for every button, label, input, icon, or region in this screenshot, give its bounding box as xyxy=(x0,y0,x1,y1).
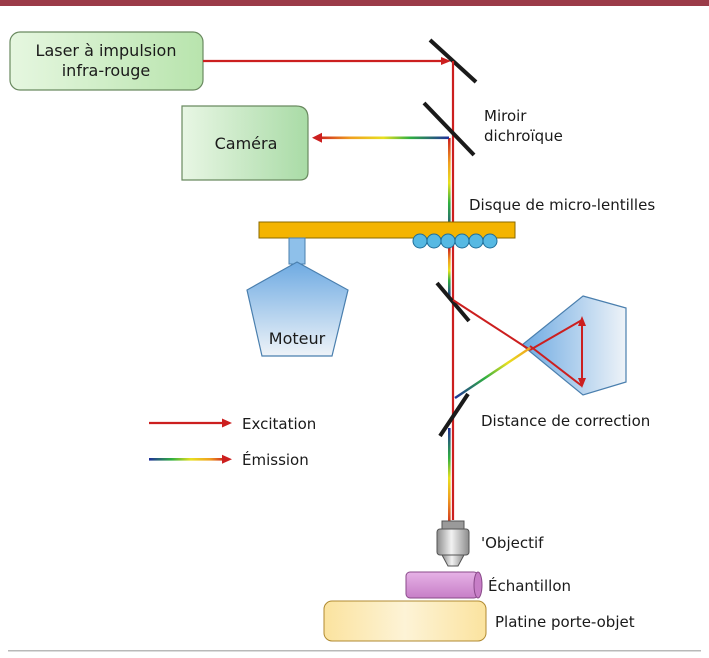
camera-label: Caméra xyxy=(215,134,278,153)
dichroic-label-line2: dichroïque xyxy=(484,127,563,145)
mirror-middle xyxy=(435,281,471,323)
beam-in-prism-lower xyxy=(529,345,583,387)
motor xyxy=(246,261,349,357)
laser-label-line1: Laser à impulsion xyxy=(36,41,177,60)
legend-emission-arrow xyxy=(222,454,232,464)
objective-label: 'Objectif xyxy=(481,534,544,552)
stage-label: Platine porte-objet xyxy=(495,613,635,631)
emission-to-camera xyxy=(318,136,449,140)
legend-excitation-label: Excitation xyxy=(242,415,316,433)
correction-arrow-down xyxy=(578,378,586,388)
stage xyxy=(323,600,487,642)
legend-emission-line xyxy=(149,458,225,461)
camera-box xyxy=(181,105,309,181)
microlenses xyxy=(412,233,498,249)
microlens-label: Disque de micro-lentilles xyxy=(469,196,655,214)
legend-excitation-arrow xyxy=(222,418,232,428)
laser-label-line2: infra-rouge xyxy=(62,61,151,80)
objective xyxy=(436,528,470,556)
legend-emission-label: Émission xyxy=(242,450,309,469)
emission-beam-lower xyxy=(448,428,451,528)
beam-from-prism-lower xyxy=(454,347,531,399)
sample-label: Échantillon xyxy=(488,576,571,595)
beam-to-prism-upper xyxy=(452,299,531,351)
dichroic-label-line1: Miroir xyxy=(484,107,527,125)
correction-prism xyxy=(521,295,627,396)
mirror-lower xyxy=(438,392,470,438)
emission-beam-upper xyxy=(448,138,451,238)
sample xyxy=(405,571,479,599)
motor-label: Moteur xyxy=(269,329,326,348)
microlens-disk xyxy=(258,221,516,239)
camera-arrowhead xyxy=(312,132,322,143)
dichroic-mirror xyxy=(422,101,476,157)
top-rule xyxy=(0,0,709,6)
objective-tip xyxy=(441,554,465,567)
objective-collar xyxy=(441,520,465,530)
motor-shaft xyxy=(288,237,306,265)
legend: Excitation Émission xyxy=(149,415,316,469)
beam-in-prism-upper xyxy=(529,319,583,351)
bottom-rule xyxy=(8,650,701,652)
excitation-arrowhead-top xyxy=(441,57,451,65)
sample-end xyxy=(473,571,483,599)
emission-beam-middle xyxy=(448,248,451,298)
correction-label: Distance de correction xyxy=(481,412,650,430)
